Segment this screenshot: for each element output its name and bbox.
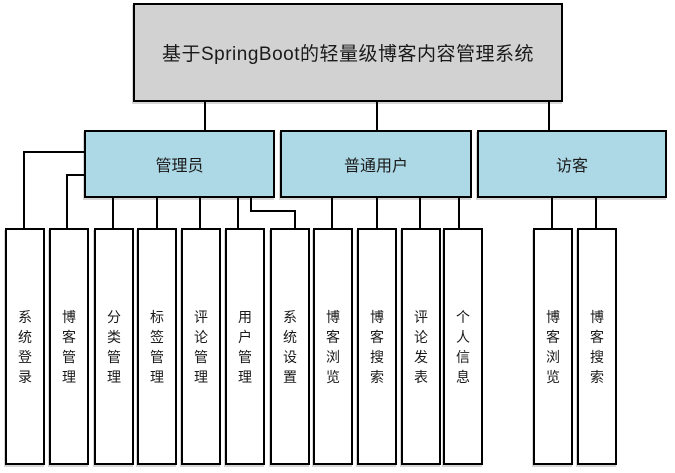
leaf-node-user-management: 用 户 管 理 (225, 228, 265, 465)
connector-admin-comment (199, 198, 201, 228)
leaf-node-comment-post: 评 论 发 表 (401, 228, 441, 465)
leaf-node-user-blog-search: 博 客 搜 索 (357, 228, 397, 465)
leaf-node-comment-post-label: 评 论 发 表 (414, 308, 428, 385)
connector-admin-login-h (23, 151, 85, 153)
connector-root-visitor (548, 102, 550, 130)
connector-visitor-search (595, 198, 597, 228)
connector-admin-login-v (23, 151, 25, 228)
connector-admin-settings-v2 (294, 210, 296, 228)
connector-admin-category (112, 198, 114, 228)
connector-admin-blogmgmt-v (66, 174, 68, 228)
leaf-node-system-settings-label: 系 统 设 置 (283, 308, 297, 385)
leaf-node-comment-management: 评 论 管 理 (181, 228, 221, 465)
role-node-admin-label: 管理员 (155, 158, 204, 175)
connector-visitor-browse (551, 198, 553, 228)
role-node-regular-user: 普通用户 (280, 130, 472, 198)
role-node-visitor-label: 访客 (555, 158, 588, 175)
connector-admin-settings-h (250, 210, 296, 212)
leaf-node-category-management-label: 分 类 管 理 (107, 308, 121, 385)
leaf-node-tag-management: 标 签 管 理 (137, 228, 177, 465)
connector-admin-tag (156, 198, 158, 228)
connector-admin-blogmgmt-h (66, 174, 85, 176)
leaf-node-blog-management-label: 博 客 管 理 (62, 308, 76, 385)
leaf-node-visitor-blog-search: 博 客 搜 索 (577, 228, 617, 465)
leaf-node-visitor-blog-search-label: 博 客 搜 索 (590, 308, 604, 385)
root-node-system-title: 基于SpringBoot的轻量级博客内容管理系统 (133, 3, 563, 102)
leaf-node-user-blog-browse: 博 客 浏 览 (313, 228, 353, 465)
leaf-node-tag-management-label: 标 签 管 理 (150, 308, 164, 385)
leaf-node-personal-info: 个 人 信 息 (443, 228, 483, 465)
leaf-node-personal-info-label: 个 人 信 息 (456, 308, 470, 385)
leaf-node-blog-management: 博 客 管 理 (49, 228, 89, 465)
leaf-node-visitor-blog-browse-label: 博 客 浏 览 (546, 308, 560, 385)
leaf-node-system-settings: 系 统 设 置 (270, 228, 310, 465)
root-node-label: 基于SpringBoot的轻量级博客内容管理系统 (161, 44, 534, 65)
connector-admin-settings-v1 (250, 198, 252, 212)
connector-root-admin (204, 102, 206, 130)
leaf-node-user-management-label: 用 户 管 理 (238, 308, 252, 385)
connector-user-browse (331, 198, 333, 228)
connector-user-search (376, 198, 378, 228)
leaf-node-comment-management-label: 评 论 管 理 (194, 308, 208, 385)
leaf-node-category-management: 分 类 管 理 (94, 228, 134, 465)
leaf-node-system-login: 系 统 登 录 (5, 228, 45, 465)
leaf-node-user-blog-browse-label: 博 客 浏 览 (326, 308, 340, 385)
role-node-admin: 管理员 (84, 130, 275, 198)
role-node-regular-user-label: 普通用户 (343, 158, 408, 175)
connector-user-personalinfo (458, 198, 460, 228)
leaf-node-visitor-blog-browse: 博 客 浏 览 (533, 228, 573, 465)
leaf-node-user-blog-search-label: 博 客 搜 索 (370, 308, 384, 385)
connector-admin-usermgmt (237, 198, 239, 228)
connector-user-commentpost (419, 198, 421, 228)
connector-root-user (376, 102, 378, 130)
role-node-visitor: 访客 (477, 130, 667, 198)
leaf-node-system-login-label: 系 统 登 录 (18, 308, 32, 385)
